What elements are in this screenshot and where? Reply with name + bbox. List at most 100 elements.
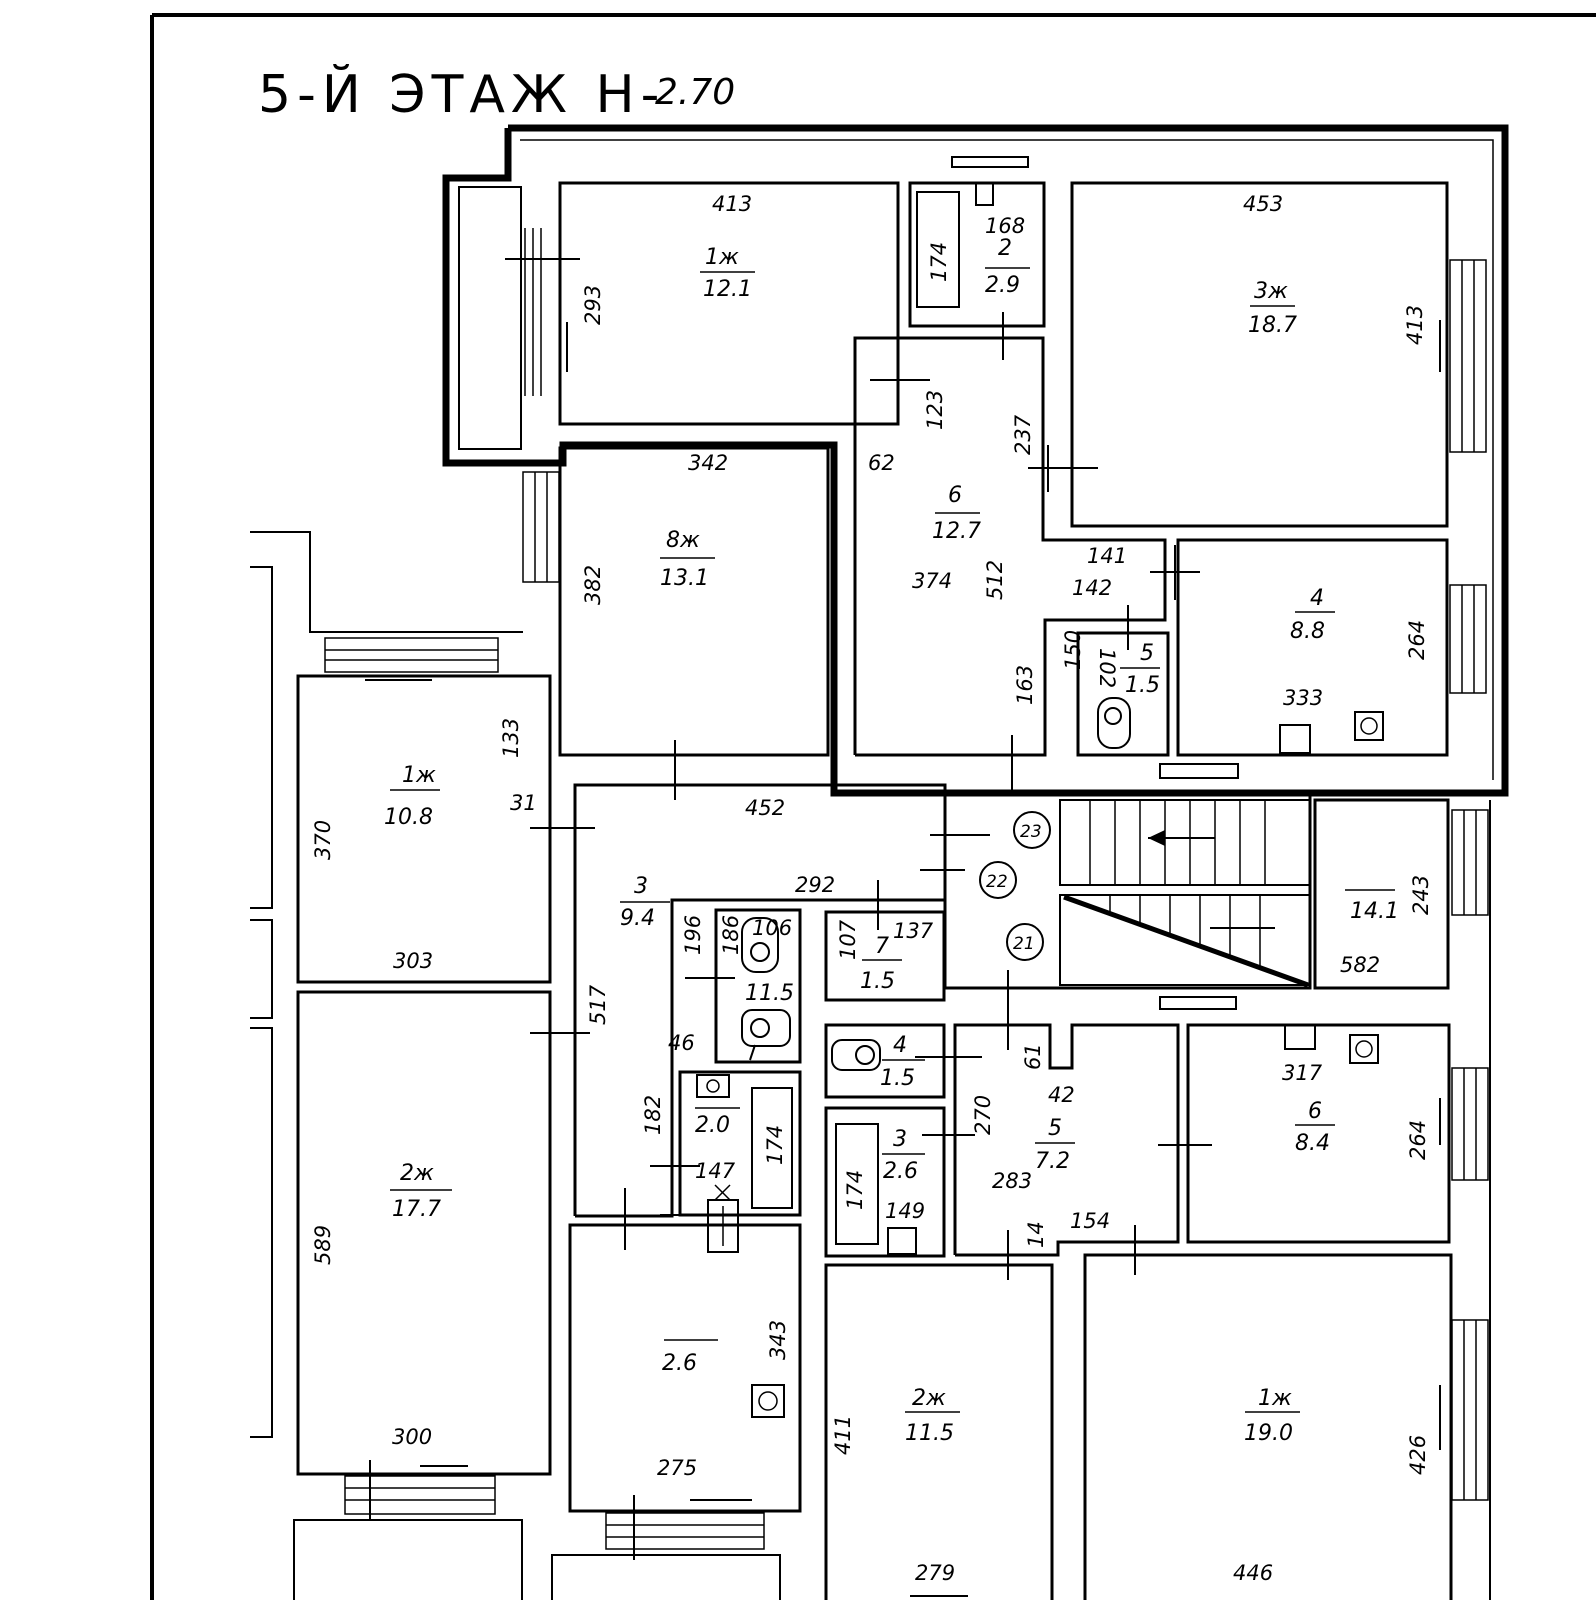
marker-label: 23 (1020, 822, 1042, 842)
svg-text:270: 270 (971, 1095, 995, 1135)
room-area: 8.4 (1295, 1131, 1330, 1156)
room-area: 19.0 (1244, 1421, 1293, 1446)
staircase: 23 22 21 (920, 793, 1312, 990)
room-area: 7.2 (1035, 1149, 1070, 1174)
svg-text:42: 42 (1048, 1083, 1075, 1107)
svg-text:589: 589 (311, 1225, 335, 1265)
room-name: 1ж (402, 763, 436, 788)
svg-text:413: 413 (1403, 305, 1427, 345)
svg-text:174: 174 (763, 1125, 787, 1165)
room-name: 3ж (1254, 279, 1288, 304)
room-u3-3: 174 3 2.6 149 (824, 1106, 975, 1258)
left-exterior (250, 531, 523, 1438)
room-name: 5 (1048, 1116, 1062, 1141)
apartment-outline (442, 124, 1509, 797)
room-name: 2ж (400, 1161, 434, 1186)
svg-text:123: 123 (923, 390, 947, 430)
svg-text:374: 374 (912, 569, 952, 593)
svg-text:62: 62 (868, 451, 895, 475)
room-u1-3: 453 3ж 18.7 413 (1028, 181, 1487, 528)
svg-text:303: 303 (393, 949, 433, 973)
svg-text:154: 154 (1070, 1209, 1110, 1233)
svg-text:582: 582 (1340, 953, 1380, 977)
room-name: 4 (1310, 586, 1324, 611)
svg-text:107: 107 (836, 919, 860, 960)
svg-text:452: 452 (745, 796, 785, 820)
svg-text:370: 370 (311, 820, 335, 860)
svg-text:264: 264 (1405, 620, 1429, 660)
room-name: 1ж (705, 245, 739, 270)
svg-text:46: 46 (668, 1031, 695, 1055)
room-u3-5: 270 61 42 5 7.2 283 14 154 (953, 970, 1212, 1280)
svg-text:186: 186 (719, 915, 743, 955)
circled-marker: 23 (1013, 811, 1051, 849)
svg-text:333: 333 (1283, 686, 1323, 710)
room-area: 1.5 (880, 1066, 915, 1091)
room-u1-1: 413 1ж 12.1 293 (558, 181, 930, 426)
room-area: 8.8 (1290, 619, 1325, 644)
room-u3-2: 2ж 11.5 411 279 (824, 1263, 1054, 1600)
svg-text:141: 141 (1087, 544, 1127, 568)
svg-text:163: 163 (1013, 665, 1037, 705)
sheet-border (150, 13, 1596, 1600)
room-area: 12.7 (932, 519, 981, 544)
svg-text:174: 174 (843, 1170, 867, 1210)
room-u3-6: 317 6 8.4 264 (1159, 996, 1489, 1244)
room-area: 11.5 (745, 981, 794, 1006)
room-name: 3 (634, 874, 648, 899)
room-area: 2.9 (985, 273, 1020, 298)
room-area: 2.6 (883, 1159, 918, 1184)
circled-marker: 22 (979, 861, 1017, 899)
room-area: 11.5 (905, 1421, 954, 1446)
room-name: 6 (1308, 1099, 1322, 1124)
room-name: 5 (1140, 641, 1154, 666)
svg-text:182: 182 (641, 1095, 665, 1135)
svg-text:517: 517 (586, 984, 610, 1025)
room-area: 9.4 (620, 906, 655, 931)
svg-text:413: 413 (712, 192, 752, 216)
svg-text:317: 317 (1282, 1061, 1323, 1085)
room-name: 7 (875, 934, 889, 959)
room-u2-wc: 106 11.5 (714, 908, 802, 1064)
ceiling-height: 2.70 (655, 72, 735, 113)
svg-text:150: 150 (1061, 630, 1085, 670)
circled-marker: 21 (1006, 923, 1044, 961)
room-area: 2.6 (662, 1351, 697, 1376)
room-stair-14: 14.1 243 582 (1313, 798, 1489, 990)
room-name: 3 (893, 1127, 907, 1152)
room-name: 2ж (912, 1386, 946, 1411)
room-u1-5: 102 150 5 1.5 142 (1061, 576, 1170, 757)
room-u1-8: 342 8ж 13.1 382 (522, 446, 830, 757)
room-area: 17.7 (392, 1197, 441, 1222)
room-u3-1: 1ж 19.0 426 446 (1083, 1253, 1489, 1600)
room-u1-6: 123 237 62 6 12.7 374 512 141 163 (853, 336, 1167, 790)
svg-text:279: 279 (915, 1561, 955, 1585)
svg-text:293: 293 (581, 285, 605, 325)
svg-text:196: 196 (681, 915, 705, 955)
svg-text:14: 14 (1024, 1221, 1048, 1248)
room-u2-1: 133 31 1ж 10.8 370 303 (296, 674, 595, 984)
svg-text:147: 147 (695, 1159, 736, 1183)
room-u1-2: 174 168 2 2.9 (908, 156, 1046, 360)
room-u3-4: 4 1.5 (824, 1023, 982, 1099)
room-area: 13.1 (660, 566, 709, 591)
room-area: 10.8 (384, 805, 433, 830)
svg-text:343: 343 (766, 1320, 790, 1360)
marker-label: 22 (986, 872, 1008, 892)
svg-text:342: 342 (688, 451, 728, 475)
room-area: 1.5 (860, 969, 895, 994)
svg-text:243: 243 (1409, 875, 1433, 915)
floor-title-text: 5-Й ЭТАЖ Н- (258, 64, 665, 125)
svg-text:31: 31 (510, 791, 537, 815)
room-name: 2 (998, 236, 1012, 261)
room-area: 1.5 (1125, 673, 1160, 698)
svg-text:237: 237 (1011, 414, 1035, 455)
svg-text:300: 300 (392, 1425, 432, 1449)
room-name: 1ж (1258, 1386, 1292, 1411)
svg-text:133: 133 (499, 718, 523, 758)
svg-text:174: 174 (927, 242, 951, 282)
svg-text:102: 102 (1095, 648, 1119, 688)
svg-text:283: 283 (992, 1169, 1032, 1193)
svg-text:61: 61 (1021, 1043, 1045, 1070)
